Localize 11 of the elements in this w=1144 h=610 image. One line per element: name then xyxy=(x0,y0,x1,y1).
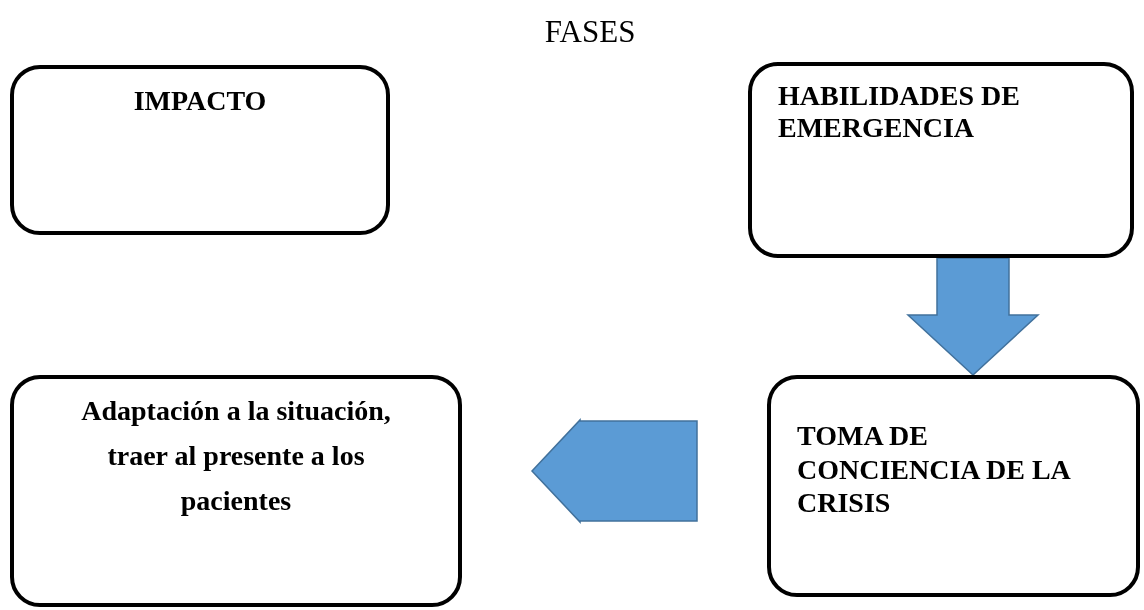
box-text: TOMA DE CONCIENCIA DE LA CRISIS xyxy=(797,419,1071,520)
box-text: Adaptación a la situación, traer al presente a los pacientes xyxy=(80,394,392,518)
block-arrow xyxy=(906,257,1040,377)
rounded-box xyxy=(10,375,462,607)
rounded-box xyxy=(767,375,1140,597)
rounded-box xyxy=(10,65,390,235)
block-arrow xyxy=(530,418,698,524)
box-text: IMPACTO xyxy=(132,85,268,118)
rounded-box xyxy=(748,62,1134,258)
diagram-title: FASES xyxy=(543,14,637,50)
box-text: HABILIDADES DE EMERGENCIA xyxy=(778,80,1021,145)
